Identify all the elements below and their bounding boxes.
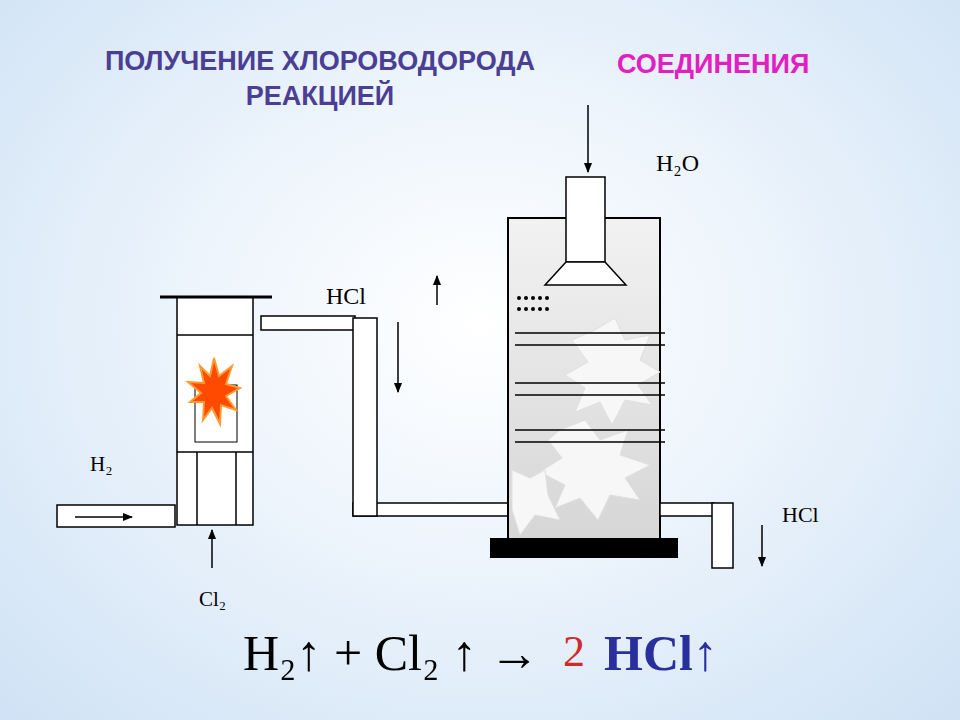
flame-burst [188, 358, 240, 424]
drop [538, 307, 542, 311]
drop [531, 296, 535, 300]
flow-arrow [436, 276, 438, 305]
substance-label: HCl [782, 503, 819, 527]
flow-arrow [397, 322, 399, 392]
gas-cloud [512, 318, 660, 535]
spray-funnel [545, 262, 626, 285]
drop [545, 296, 549, 300]
drop [524, 296, 528, 300]
equation-coefficient: 2 [563, 628, 585, 676]
substance-label: HCl [326, 283, 366, 309]
flow-arrow [587, 105, 589, 172]
outlet-pipe [660, 503, 733, 568]
drop [531, 307, 535, 311]
drop [545, 307, 549, 311]
gas-pipe [261, 316, 509, 516]
drop [538, 296, 542, 300]
absorber-tower [508, 218, 660, 540]
spray-drops [517, 296, 549, 311]
tower-base [490, 538, 678, 558]
drop [524, 307, 528, 311]
equation-part: H₂↑ + Cl₂ ↑ → [243, 626, 539, 681]
title-part: СОЕДИНЕНИЯ [617, 50, 809, 80]
substance-label: H₂ [90, 453, 113, 476]
hydrogen-inlet-pipe [57, 505, 175, 527]
substance-label: H₂O [656, 150, 699, 176]
drop [517, 296, 521, 300]
flow-arrow [761, 525, 763, 566]
water-inlet [566, 177, 605, 262]
flow-arrow [75, 516, 132, 518]
drop [517, 307, 521, 311]
diagram-title: ПОЛУЧЕНИЕ ХЛОРОВОДОРОДА РЕАКЦИЕЙ [60, 44, 580, 114]
tower-plate [515, 333, 665, 442]
equation-product: HCl↑ [604, 626, 718, 681]
reactor-column [160, 297, 272, 525]
substance-label: Cl₂ [199, 588, 226, 611]
flow-arrow [211, 530, 213, 568]
